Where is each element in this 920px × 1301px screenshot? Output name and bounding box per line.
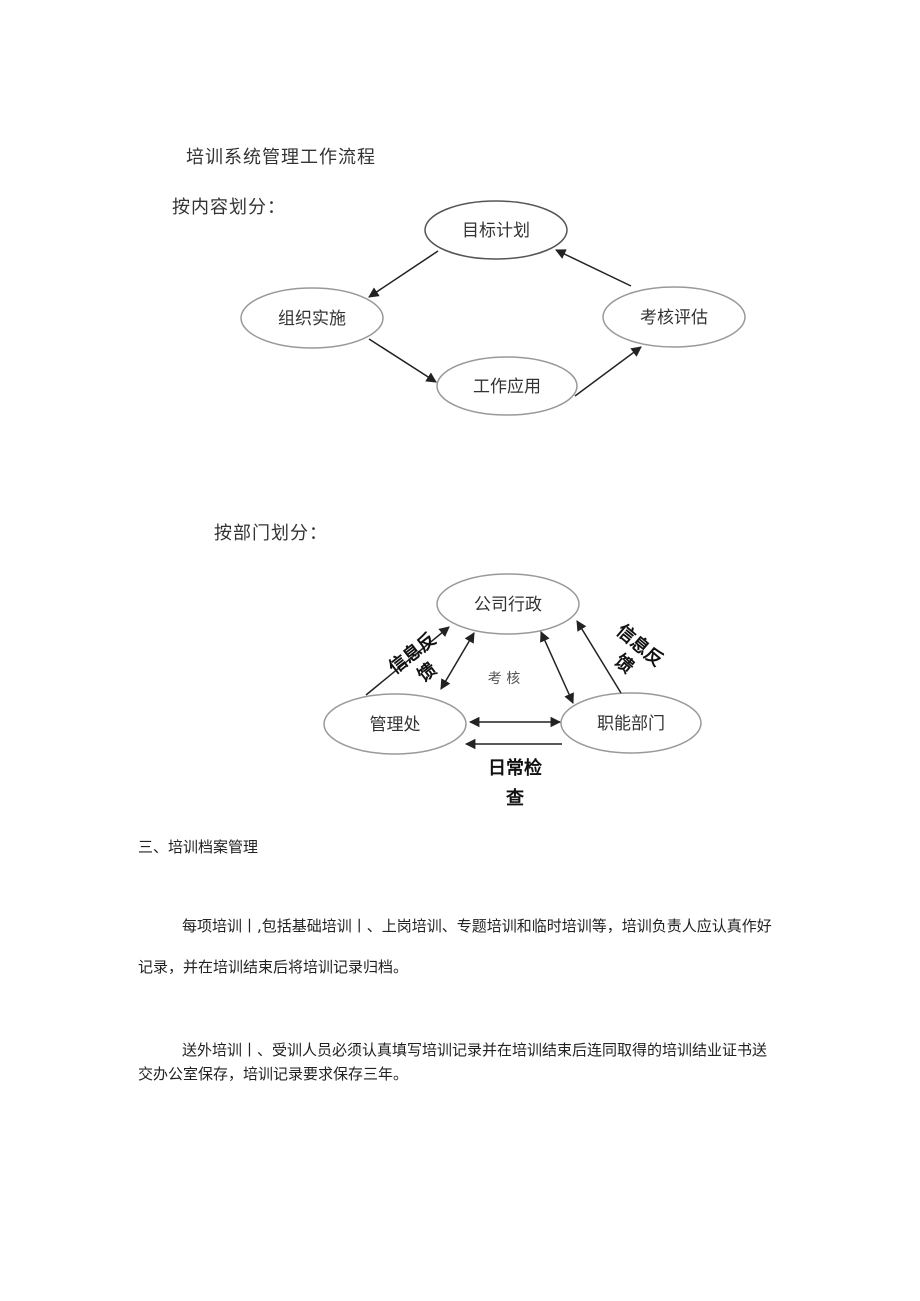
node-work-application	[436, 356, 578, 416]
node-management-office	[323, 693, 467, 755]
flow-diagrams: 目标计划 组织实施 工作应用 考核评估 公司行政 管理处 职能部门 考 核 信息…	[240, 200, 746, 809]
department-diagram: 公司行政 管理处 职能部门 考 核 信息反 馈 信息反 馈 日常检 查	[323, 573, 702, 809]
arrow-application-to-assessment	[574, 346, 642, 397]
node-organize-implement	[240, 287, 384, 349]
center-assessment-label: 考 核	[488, 671, 520, 687]
node-company-admin	[436, 573, 580, 635]
left-feedback-label: 信息反 馈	[384, 628, 441, 686]
content-cycle-diagram: 目标计划 组织实施 工作应用 考核评估	[240, 200, 746, 416]
node-label-management-office: 管理处	[370, 715, 421, 735]
content-division-label: 按内容划分：	[172, 197, 286, 218]
right-feedback-label: 信息反 馈	[610, 620, 667, 678]
paragraph2-line2: 交办公室保存，培训记录要求保存三年。	[138, 1065, 409, 1083]
department-division-label: 按部门划分：	[214, 523, 328, 544]
node-label-goal-plan: 目标计划	[462, 221, 530, 241]
paragraph1-line1: 每项培训丨,包括基础培训丨、上岗培训、专题培训和临时培训等，培训负责人应认真作好	[182, 917, 772, 935]
node-label-assessment-evaluation: 考核评估	[640, 308, 708, 328]
node-label-functional-dept: 职能部门	[597, 714, 665, 734]
node-label-organize-implement: 组织实施	[278, 309, 346, 329]
arrow-mgmt-admin-bidirectional	[440, 632, 475, 690]
node-label-work-application: 工作应用	[473, 377, 541, 397]
section-heading: 三、培训档案管理	[138, 838, 259, 856]
diagram-title: 培训系统管理工作流程	[186, 147, 376, 168]
node-label-company-admin: 公司行政	[474, 595, 542, 615]
arrow-organize-to-application	[368, 338, 437, 383]
arrow-right-feedback	[576, 620, 622, 694]
paragraph2-line1: 送外培训丨、受训人员必须认真填写培训记录并在培训结束后连同取得的培训结业证书送	[182, 1041, 768, 1059]
arrow-left-feedback	[365, 626, 450, 696]
arrow-admin-dept-bidirectional	[540, 631, 574, 704]
daily-check-line2: 查	[506, 787, 524, 809]
node-assessment-evaluation	[602, 286, 746, 348]
node-goal-plan	[424, 200, 568, 260]
arrow-assessment-to-goal	[555, 249, 632, 287]
paragraph1-line2: 记录，并在培训结束后将培训记录归档。	[138, 958, 409, 976]
arrow-goal-to-organize	[368, 250, 439, 298]
daily-check-line1: 日常检	[488, 757, 542, 779]
